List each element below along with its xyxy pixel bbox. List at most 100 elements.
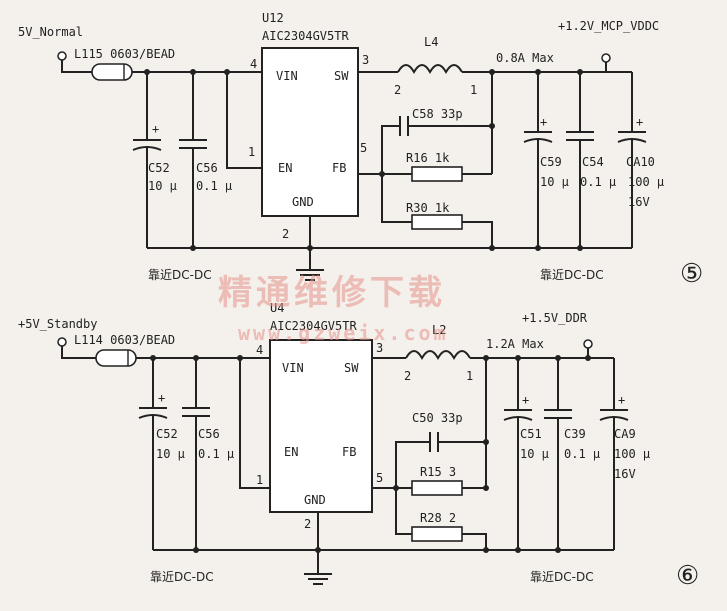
cap-ff-label: C58 33p xyxy=(412,107,463,121)
ic-ref: U12 xyxy=(262,11,284,25)
res-r15 xyxy=(411,480,463,496)
cap-label: C52 xyxy=(148,161,170,175)
watermark-text: 精通维修下载 xyxy=(218,273,446,313)
max-current: 1.2A Max xyxy=(486,337,544,351)
cap-label: C39 xyxy=(564,427,586,441)
input-terminal-6 xyxy=(57,337,67,347)
input-label-5: 5V_Normal xyxy=(18,25,83,39)
pin-num: 2 xyxy=(282,227,289,241)
cap-label: C59 xyxy=(540,155,562,169)
cap-ca10-5: + xyxy=(617,72,647,248)
cap-label: C52 xyxy=(156,427,178,441)
cap-value: 100 μ xyxy=(628,175,664,189)
cap-value: 0.1 μ xyxy=(564,447,600,461)
cap-ca9-6: + xyxy=(599,358,629,550)
cap-value: 0.1 μ xyxy=(580,175,616,189)
ic-part: AIC2304GV5TR xyxy=(262,29,349,43)
ground-icon xyxy=(296,269,324,281)
pin-sw: SW xyxy=(334,69,349,83)
cap-c56-6 xyxy=(182,358,210,550)
pin-num: 1 xyxy=(248,145,255,159)
en-tie-5 xyxy=(226,72,262,169)
pin-en: EN xyxy=(278,161,292,175)
placement-note: 靠近DC-DC xyxy=(540,268,604,282)
res-label: R30 1k xyxy=(406,201,450,215)
res-r30 xyxy=(411,214,463,230)
output-terminal-6 xyxy=(583,339,593,349)
svg-text:+: + xyxy=(158,391,165,405)
output-terminal-5 xyxy=(601,53,611,63)
cap-value: 10 μ xyxy=(156,447,185,461)
pin-vin: VIN xyxy=(282,361,304,375)
circuit-5: 5V_Normal L115 0603/BEAD + C52 10 μ C56 … xyxy=(18,11,703,289)
input-label-6: +5V_Standby xyxy=(18,317,97,331)
res-label: R15 3 xyxy=(420,465,456,479)
bead-label-6: L114 0603/BEAD xyxy=(74,333,175,347)
cap-c39-6 xyxy=(544,358,572,550)
inductor-pin: 1 xyxy=(470,83,477,97)
cap-value: 0.1 μ xyxy=(198,447,234,461)
ic-u12 xyxy=(261,47,359,217)
res-label: R16 1k xyxy=(406,151,450,165)
pin-num: 3 xyxy=(362,53,369,67)
pin-vin: VIN xyxy=(276,69,298,83)
output-label: +1.2V_MCP_VDDC xyxy=(558,19,659,33)
cap-label: CA9 xyxy=(614,427,636,441)
placement-note: 靠近DC-DC xyxy=(150,570,214,584)
pin-num: 5 xyxy=(360,141,367,155)
cap-voltage: 16V xyxy=(614,467,636,481)
inductor-l2 xyxy=(405,350,471,361)
pin-num: 4 xyxy=(250,57,257,71)
bead-l115 xyxy=(91,63,133,81)
inductor-l4 xyxy=(397,64,463,75)
svg-text:+: + xyxy=(540,115,547,129)
bead-l114 xyxy=(95,349,137,367)
cap-label: C51 xyxy=(520,427,542,441)
cap-ff-label: C50 33p xyxy=(412,411,463,425)
svg-text:+: + xyxy=(522,393,529,407)
cap-voltage: 16V xyxy=(628,195,650,209)
circuit-6: +5V_Standby L114 0603/BEAD + C52 10 μ C5… xyxy=(18,301,699,591)
pin-num: 5 xyxy=(376,471,383,485)
cap-value: 100 μ xyxy=(614,447,650,461)
ic-u4 xyxy=(269,339,373,513)
svg-text:+: + xyxy=(618,393,625,407)
cap-value: 10 μ xyxy=(540,175,569,189)
svg-text:+: + xyxy=(636,115,643,129)
cap-c59-5: + xyxy=(523,72,553,248)
ground-icon xyxy=(304,573,332,585)
pin-num: 2 xyxy=(304,517,311,531)
pin-num: 1 xyxy=(256,473,263,487)
svg-text:+: + xyxy=(152,122,159,136)
cap-c52-5: + xyxy=(132,72,162,248)
cap-c51-6: + xyxy=(503,358,533,550)
res-label: R28 2 xyxy=(420,511,456,525)
circuit-number-badge: ⑥ xyxy=(676,561,699,591)
inductor-label: L2 xyxy=(432,323,446,337)
pin-sw: SW xyxy=(344,361,359,375)
placement-note: 靠近DC-DC xyxy=(530,570,594,584)
input-wire-5 xyxy=(61,60,92,73)
cap-value: 10 μ xyxy=(520,447,549,461)
pin-fb: FB xyxy=(342,445,356,459)
cap-c56-5 xyxy=(179,72,207,248)
cap-value: 0.1 μ xyxy=(196,179,232,193)
max-current: 0.8A Max xyxy=(496,51,554,65)
pin-fb: FB xyxy=(332,161,346,175)
pin-num: 4 xyxy=(256,343,263,357)
pin-num: 3 xyxy=(376,341,383,355)
cap-label: C56 xyxy=(196,161,218,175)
cap-label: CA10 xyxy=(626,155,655,169)
input-terminal-5 xyxy=(57,51,67,61)
output-label: +1.5V_DDR xyxy=(522,311,588,325)
pin-en: EN xyxy=(284,445,298,459)
pin-gnd: GND xyxy=(304,493,326,507)
ic-ref: U4 xyxy=(270,301,284,315)
bead-label-5: L115 0603/BEAD xyxy=(74,47,175,61)
circuit-number-badge: ⑤ xyxy=(680,259,703,289)
watermark-url: www.gzweix.com xyxy=(238,321,449,345)
cap-c52-6: + xyxy=(138,358,168,550)
pin-gnd: GND xyxy=(292,195,314,209)
